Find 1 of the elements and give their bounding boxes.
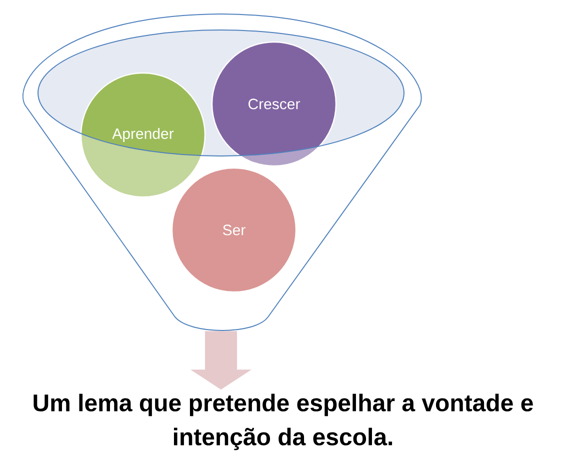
conclusion-text: Um lema que pretende espelhar a vontade e intenção da escola. [34, 394, 533, 450]
